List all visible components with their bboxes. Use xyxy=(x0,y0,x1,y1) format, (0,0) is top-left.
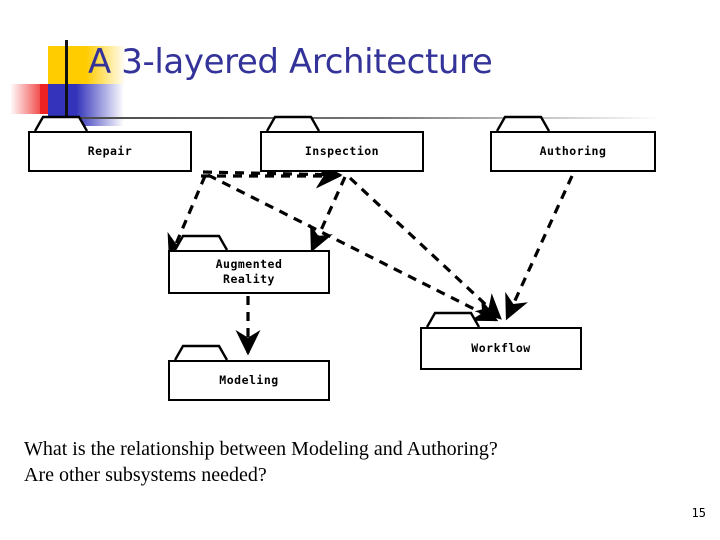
edge-repair-to-inspection-path xyxy=(202,162,343,187)
package-node-inspection[interactable]: Inspection xyxy=(260,115,424,172)
question-line-2: Are other subsystems needed? xyxy=(24,464,267,486)
package-body: Repair xyxy=(28,131,192,172)
page-title: A 3-layered Architecture xyxy=(88,42,493,82)
logo-yellow-fade xyxy=(86,46,126,84)
package-tab-icon xyxy=(174,344,229,361)
edge-authoring-to-workflow xyxy=(505,175,574,321)
package-label: Augmented Reality xyxy=(215,257,283,286)
package-node-augmented-reality[interactable]: Augmented Reality xyxy=(168,234,330,294)
package-body: Inspection xyxy=(260,131,424,172)
package-body: Augmented Reality xyxy=(168,250,330,294)
logo-blue-fade xyxy=(76,84,124,126)
package-label: Repair xyxy=(87,144,133,158)
package-tab-icon xyxy=(34,115,89,132)
edge-inspection-to-augmented xyxy=(310,176,347,253)
package-node-workflow[interactable]: Workflow xyxy=(420,311,582,370)
package-tab-icon xyxy=(266,115,321,132)
package-label: Inspection xyxy=(304,144,380,158)
package-label: Modeling xyxy=(219,373,279,387)
package-tab-icon xyxy=(496,115,551,132)
package-label: Authoring xyxy=(539,144,607,158)
logo-vertical-bar xyxy=(65,40,68,134)
package-tab-icon xyxy=(174,234,229,251)
package-node-modeling[interactable]: Modeling xyxy=(168,344,330,401)
question-text-block: What is the relationship between Modelin… xyxy=(24,436,684,488)
page-number: 15 xyxy=(691,506,706,520)
question-line-1: What is the relationship between Modelin… xyxy=(24,438,498,460)
package-body: Modeling xyxy=(168,360,330,401)
package-node-authoring[interactable]: Authoring xyxy=(490,115,656,172)
package-label: Workflow xyxy=(471,341,531,355)
package-body: Authoring xyxy=(490,131,656,172)
package-node-repair[interactable]: Repair xyxy=(28,115,192,172)
edge-inspection-to-workflow xyxy=(348,176,502,320)
edge-repair-to-workflow xyxy=(207,173,499,322)
title-underline-rule xyxy=(42,117,662,119)
package-tab-icon xyxy=(426,311,481,328)
package-body: Workflow xyxy=(420,327,582,370)
